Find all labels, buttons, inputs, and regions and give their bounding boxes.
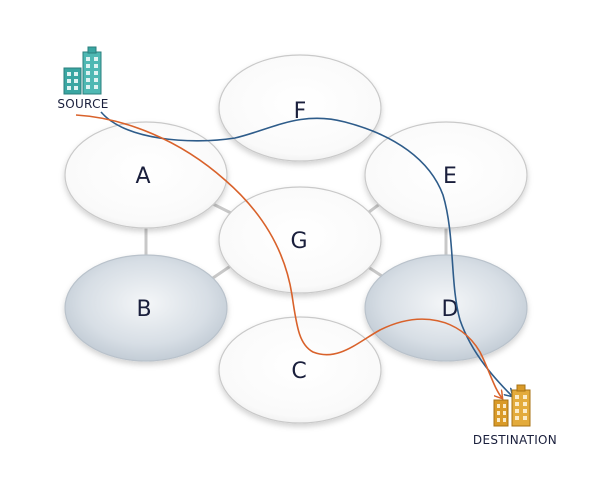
- teal-buildings-icon: [63, 46, 102, 95]
- node-label-d: D: [442, 297, 459, 322]
- node-label-c: C: [291, 359, 306, 384]
- node-label-e: E: [443, 164, 457, 189]
- node-c: [218, 316, 382, 424]
- blue-route: [100, 111, 512, 396]
- node-a: [64, 121, 228, 229]
- edge-g-b: [209, 263, 233, 282]
- node-g: [218, 186, 382, 294]
- node-d: [364, 254, 528, 362]
- node-label-f: F: [294, 99, 307, 124]
- node-label-a: A: [135, 164, 150, 189]
- source-label: SOURCE: [57, 97, 108, 111]
- node-label-g: G: [290, 229, 307, 254]
- node-labels: F A E G B D C: [135, 99, 458, 384]
- orange-buildings-icon: [493, 384, 531, 427]
- node-b: [64, 254, 228, 362]
- node-f: [218, 54, 382, 162]
- destination-label: DESTINATION: [473, 433, 557, 447]
- orange-route: [75, 114, 502, 398]
- routes: [75, 111, 512, 398]
- node-label-b: B: [136, 297, 151, 322]
